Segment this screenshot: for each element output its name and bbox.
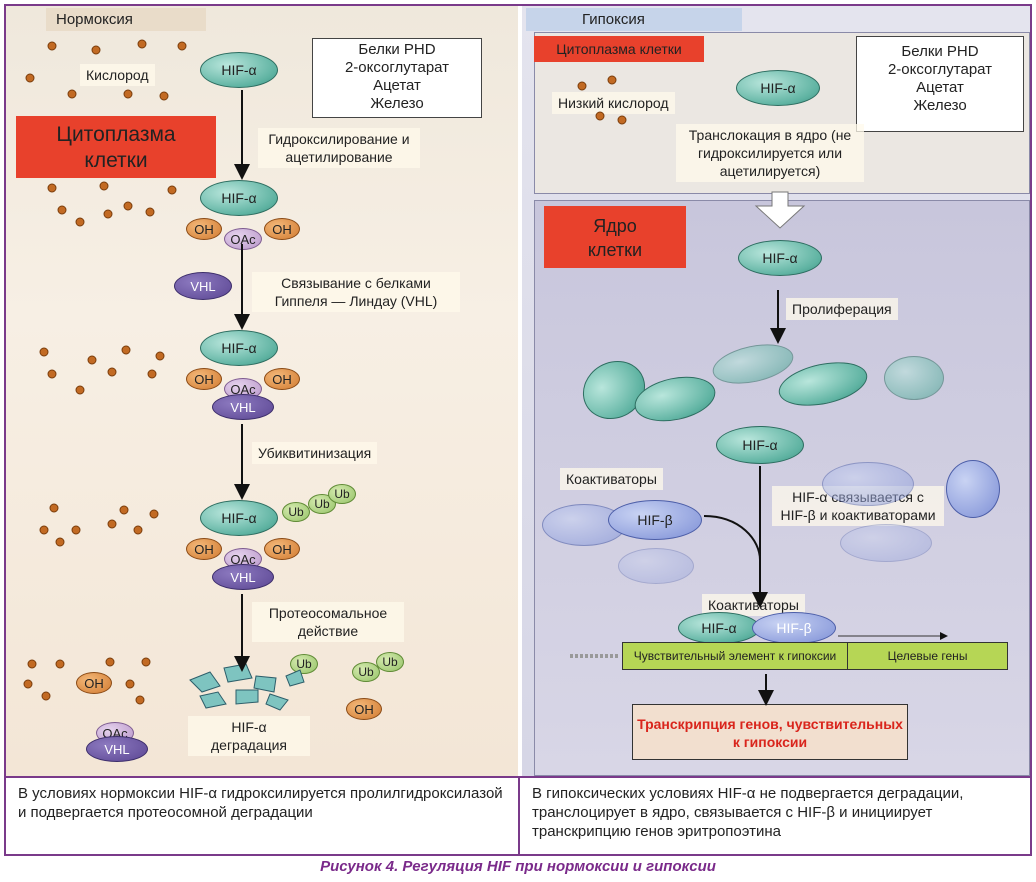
hre-segment: Чувствительный элемент к гипоксии: [623, 643, 848, 669]
step-vhl-binding-label: Связывание с белками Гиппеля — Линдау (V…: [252, 272, 460, 312]
normoxia-caption: В условиях нормоксии HIF-α гидроксилируе…: [18, 785, 503, 821]
box-line: Белки PHD: [358, 41, 436, 58]
translocation-arrow: [754, 191, 806, 229]
nucleus-label: Ядро клетки: [544, 206, 686, 268]
coactivator-cell: [840, 524, 932, 562]
oh-group: OH: [76, 672, 112, 694]
step-proteasome-label: Протеосомальное действие: [252, 602, 404, 642]
box-line: 2-оксоглутарат: [887, 61, 993, 78]
ubiquitin: Ub: [282, 502, 310, 522]
arrows: [234, 90, 786, 706]
translocation-label: Транслокация в ядро (не гидроксилируется…: [676, 124, 864, 182]
hif-alpha-molecule: HIF-α: [200, 330, 278, 366]
oh-group: OH: [186, 368, 222, 390]
box-line: Ацетат: [916, 79, 964, 96]
low-oxygen-label: Низкий кислород: [552, 92, 675, 114]
degradation-label: HIF-α деградация: [188, 716, 310, 756]
target-genes-segment: Целевые гены: [848, 643, 1007, 669]
vhl-protein: VHL: [86, 736, 148, 762]
hif-alpha-cell: [884, 356, 944, 400]
figure-caption: Рисунок 4. Регуляция HIF при нормоксии и…: [320, 858, 716, 875]
ubiquitin: Ub: [290, 654, 318, 674]
hif-alpha-molecule: HIF-α: [736, 70, 820, 106]
hif-beta-bound: HIF-β: [752, 612, 836, 644]
coactivator-cell: [822, 462, 914, 506]
box-line: 2-оксоглутарат: [344, 59, 450, 76]
gene-bar: Чувствительный элемент к гипоксии Целевы…: [622, 642, 1008, 670]
hypoxia-cofactor-box: Белки PHD 2-оксоглутарат Ацетат Железо: [856, 36, 1024, 132]
oxygen-label: Кислород: [80, 64, 155, 86]
hypoxia-header: Гипоксия: [526, 8, 742, 31]
vhl-protein: VHL: [174, 272, 232, 300]
hypoxia-cytoplasm-label: Цитоплазма клетки: [534, 36, 704, 62]
coactivators-label: Коактиваторы: [560, 468, 663, 490]
caption-top-rule: [4, 776, 1032, 778]
hif-alpha-molecule: HIF-α: [738, 240, 822, 276]
normoxia-cofactor-box: Белки PHD 2-оксоглутарат Ацетат Железо: [312, 38, 482, 118]
proliferation-label: Пролиферация: [786, 298, 898, 320]
hif-alpha-molecule: HIF-α: [200, 180, 278, 216]
box-line: Белки PHD: [901, 43, 979, 60]
transcription-box: Транскрипция генов, чувствительных к гип…: [632, 704, 908, 760]
oh-group: OH: [186, 218, 222, 240]
normoxia-header: Нормоксия: [46, 8, 206, 31]
coactivator-cell: [946, 460, 1000, 518]
ubiquitin: Ub: [328, 484, 356, 504]
step-hydroxylation-label: Гидроксилирование и ацетилирование: [258, 128, 420, 168]
oh-group: OH: [186, 538, 222, 560]
ubiquitin: Ub: [376, 652, 404, 672]
box-line: Ацетат: [373, 77, 421, 94]
oxygen-dots: [23, 39, 627, 705]
hif-alpha-molecule: HIF-α: [200, 52, 278, 88]
hif-alpha-molecule: HIF-α: [716, 426, 804, 464]
caption-divider: [518, 778, 520, 856]
step-ubiquitination-label: Убиквитинизация: [252, 442, 378, 464]
oh-group: OH: [264, 218, 300, 240]
vhl-protein: VHL: [212, 564, 274, 590]
proteasome-fragments: [189, 663, 305, 711]
cytoplasm-label: Цитоплазма клетки: [16, 116, 216, 178]
hif-beta-molecule: HIF-β: [608, 500, 702, 540]
coactivator-cell: [618, 548, 694, 584]
vhl-protein: VHL: [212, 394, 274, 420]
oh-group: OH: [346, 698, 382, 720]
box-line: Железо: [370, 95, 424, 112]
ubiquitin: Ub: [352, 662, 380, 682]
box-line: Железо: [913, 97, 967, 114]
oh-group: OH: [264, 368, 300, 390]
oh-group: OH: [264, 538, 300, 560]
transcription-label: Транскрипция генов, чувствительных к гип…: [637, 716, 903, 750]
hypoxia-caption: В гипоксических условиях HIF-α не подвер…: [532, 785, 964, 840]
hif-alpha-molecule: HIF-α: [200, 500, 278, 536]
